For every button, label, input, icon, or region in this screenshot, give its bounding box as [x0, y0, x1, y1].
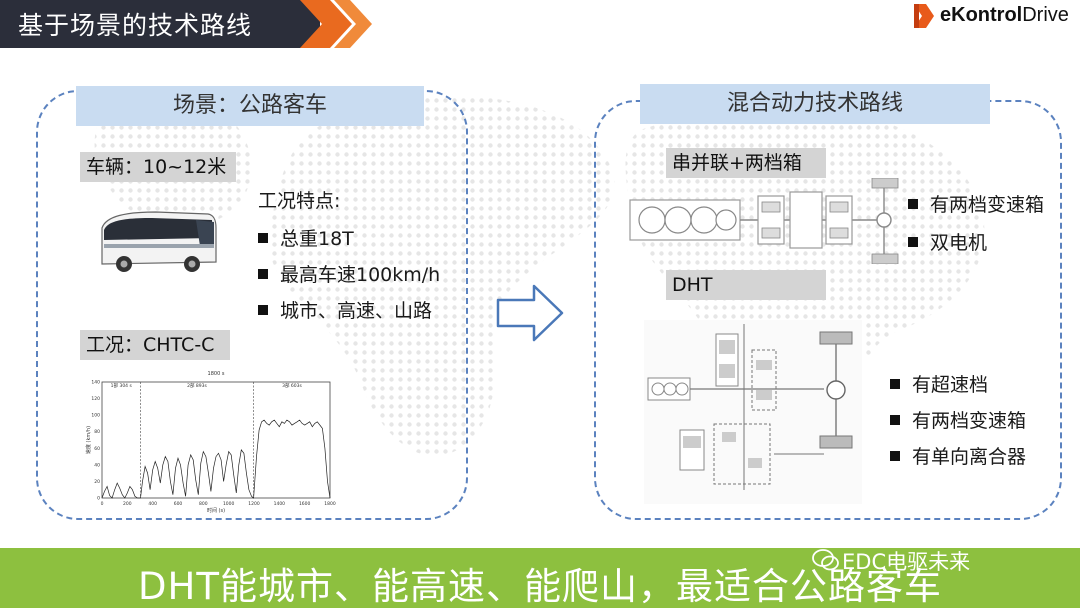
segment-label: 3部 603s [282, 382, 302, 389]
right-arrow-icon [496, 284, 564, 342]
y-tick-label: 140 [91, 380, 100, 386]
x-tick-label: 1200 [248, 501, 260, 507]
bullet-square-icon [890, 450, 900, 461]
x-tick-label: 400 [148, 501, 157, 507]
x-axis-label: 时间 (s) [207, 507, 225, 514]
hev-feature-item: 有两档变速箱 [908, 190, 1044, 217]
chart-title: 1800 s [208, 371, 225, 377]
y-tick-label: 120 [91, 396, 100, 402]
x-tick-label: 200 [123, 501, 132, 507]
company-logo: eKontrolDrive [914, 4, 1074, 30]
y-axis-label: 速度 (km/h) [85, 426, 92, 454]
watermark-text: EDC电驱未来 [842, 550, 971, 574]
feature-item: 最高车速100km/h [258, 260, 440, 287]
y-tick-label: 60 [94, 446, 100, 452]
bullet-square-icon [890, 378, 900, 389]
x-tick-label: 1400 [274, 501, 286, 507]
condition-tag: 工况：CHTC-C [80, 330, 230, 360]
chart-frame [101, 381, 331, 499]
dht-feature-item: 有单向离合器 [890, 442, 1026, 469]
y-tick-label: 40 [94, 462, 100, 468]
bullet-square-icon [258, 268, 268, 279]
feature-item: 总重18T [258, 224, 354, 251]
y-tick-label: 0 [97, 496, 100, 502]
dht-tag: DHT [666, 270, 826, 300]
chart-background [84, 368, 338, 514]
series-parallel-schematic [629, 178, 899, 264]
y-tick-label: 20 [94, 479, 100, 485]
dht-feature-item: 有两档变速箱 [890, 406, 1026, 433]
dht-feature-item: 有超速档 [890, 370, 988, 397]
speed-series-line [101, 419, 331, 499]
x-tick-label: 1600 [299, 501, 311, 507]
features-title: 工况特点: [258, 190, 341, 212]
dht-schematic [644, 320, 862, 504]
bullet-square-icon [908, 198, 918, 209]
segment-label: 1部 304 s [111, 382, 133, 389]
feature-item: 城市、高速、山路 [258, 296, 432, 323]
logo-brand: eKontrol [940, 4, 1023, 26]
x-tick-label: 600 [174, 501, 183, 507]
vehicle-tag: 车辆：10~12米 [80, 152, 236, 182]
hev-feature-item: 双电机 [908, 228, 987, 255]
driving-cycle-chart: 0 200 400 600 800 1000 1200 1400 1600 1800 0 20 40 60… [84, 368, 338, 514]
header-bar [0, 0, 320, 48]
bullet-square-icon [890, 414, 900, 425]
segment-label: 2部 893s [187, 382, 207, 389]
page-title: 基于场景的技术路线 [18, 11, 253, 40]
x-tick-label: 800 [199, 501, 208, 507]
bullet-square-icon [258, 304, 268, 315]
y-tick-label: 80 [94, 429, 100, 435]
x-tick-label: 0 [101, 501, 104, 507]
bullet-square-icon [258, 232, 268, 243]
x-tick-label: 1000 [223, 501, 235, 507]
x-tick-label: 1800 [324, 501, 336, 507]
bullet-square-icon [908, 236, 918, 247]
scenario-panel-title: 场景：公路客车 [76, 86, 424, 126]
conclusion-band [0, 548, 1080, 608]
logo-sub: Drive [1022, 4, 1069, 26]
hev-config-tag: 串并联+两档箱 [666, 148, 826, 178]
technology-panel-title: 混合动力技术路线 [640, 84, 990, 124]
chevron-decoration-icon [300, 0, 372, 48]
logo-mark-icon [914, 4, 934, 28]
coach-bus-image [101, 211, 217, 272]
wechat-icon [812, 549, 839, 571]
conclusion-text: DHT能城市、能高速、能爬山，最适合公路客车 [138, 565, 942, 608]
y-tick-label: 100 [91, 413, 100, 419]
